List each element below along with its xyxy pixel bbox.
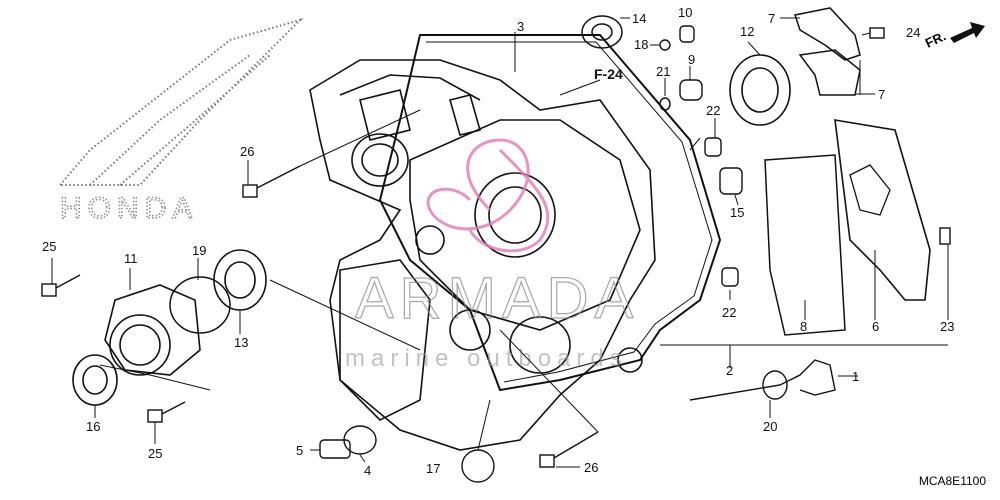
cover-6	[834, 119, 931, 301]
callout-1: 1	[852, 369, 860, 384]
bearing-12	[729, 54, 791, 126]
callout-20: 20	[763, 419, 778, 434]
callout-11: 11	[124, 251, 138, 266]
retainer-plate-7b	[798, 49, 861, 96]
callout-22-lower: 22	[722, 305, 737, 320]
retainer-plate-7	[794, 7, 861, 61]
housing-11	[104, 284, 201, 376]
cover-gasket-8	[764, 154, 846, 336]
callout-23: 23	[940, 319, 955, 334]
needle-bearing-15	[719, 167, 743, 195]
crankcase-body	[309, 59, 656, 451]
dowel-10	[679, 25, 695, 43]
callout-21: 21	[656, 64, 671, 79]
bolt-25-top	[41, 283, 57, 297]
oil-gauge-1	[689, 359, 836, 401]
callout-10: 10	[678, 5, 693, 20]
o-ring-19	[169, 276, 231, 334]
watermark-logo	[426, 138, 550, 253]
callout-19: 19	[192, 243, 207, 258]
o-ring-20	[762, 370, 788, 400]
oil-seal-17	[461, 449, 495, 483]
callout-6: 6	[872, 319, 880, 334]
callout-26-bottom: 26	[584, 460, 599, 475]
callout-4: 4	[364, 463, 372, 478]
callout-17: 17	[426, 461, 441, 476]
callout-7-bottom: 7	[878, 87, 886, 102]
diagram-code: MCA8E1100	[918, 474, 986, 488]
plate-5	[319, 439, 351, 459]
callout-13: 13	[234, 335, 249, 350]
callout-9: 9	[688, 52, 696, 67]
honda-logo-text: HONDA	[60, 192, 198, 225]
callout-7-top: 7	[768, 11, 776, 26]
watermark-title: ARMADA	[355, 266, 639, 331]
oil-seal-16	[72, 354, 118, 406]
plug-4	[343, 425, 377, 455]
callout-14: 14	[632, 11, 647, 26]
callout-2: 2	[726, 363, 734, 378]
callout-22-upper: 22	[706, 103, 721, 118]
dowel-22-upper	[704, 137, 722, 157]
callout-12: 12	[740, 24, 755, 39]
dowel-22-lower	[721, 267, 739, 287]
honda-wing-logo	[57, 17, 304, 186]
callout-26-left: 26	[240, 144, 255, 159]
callout-16: 16	[86, 419, 101, 434]
bolt-26-bottom	[539, 454, 555, 468]
callout-25-top: 25	[42, 239, 57, 254]
watermark-subtitle: marine outboards	[345, 345, 628, 372]
leader-lines	[51, 17, 949, 468]
reference-label: F-24	[594, 66, 623, 82]
callout-25-bottom: 25	[148, 446, 163, 461]
bolt-25-bottom	[147, 409, 163, 423]
bolt-24	[869, 27, 885, 39]
bolt-26-left	[242, 184, 258, 198]
front-arrow-icon	[950, 22, 985, 43]
callout-8: 8	[800, 319, 808, 334]
bolt-23	[939, 227, 951, 245]
bearing-14	[581, 15, 623, 49]
dowel-9	[679, 79, 703, 101]
washer-18	[659, 39, 671, 51]
callout-24: 24	[906, 25, 921, 40]
callout-18: 18	[634, 37, 649, 52]
callout-3: 3	[517, 19, 525, 34]
callout-15: 15	[730, 205, 745, 220]
callout-5: 5	[296, 443, 304, 458]
bearing-13	[213, 249, 267, 311]
washer-21	[659, 97, 671, 111]
case-gasket	[378, 34, 722, 392]
